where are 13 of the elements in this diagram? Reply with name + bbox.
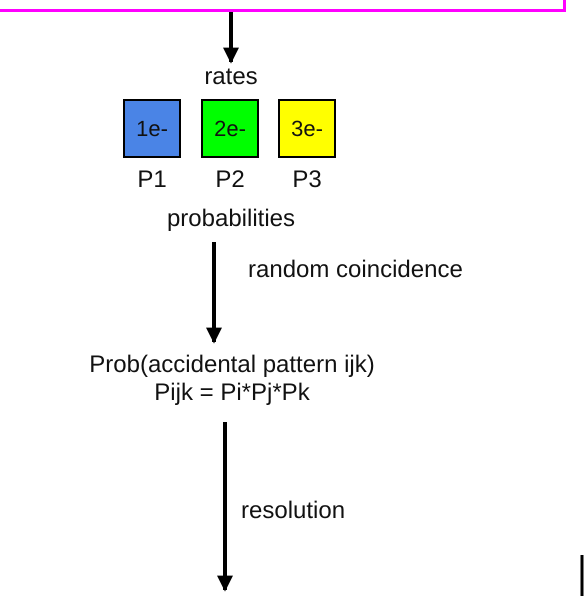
color-square: 1e- [123,99,181,158]
formula-text: Prob(accidental pattern ijk) [89,351,375,379]
probability-label: P2 [214,166,246,194]
formula-text: Pijk = Pi*Pj*Pk [154,379,310,407]
arrow [223,12,239,64]
color-square: 2e- [201,99,259,158]
node-text: rates [204,63,258,91]
color-square: 3e- [278,99,336,158]
probability-label: P1 [136,166,168,194]
arrow [206,242,222,344]
arrow [217,422,233,592]
probability-label: P3 [291,166,323,194]
node-text: probabilities [166,205,296,233]
